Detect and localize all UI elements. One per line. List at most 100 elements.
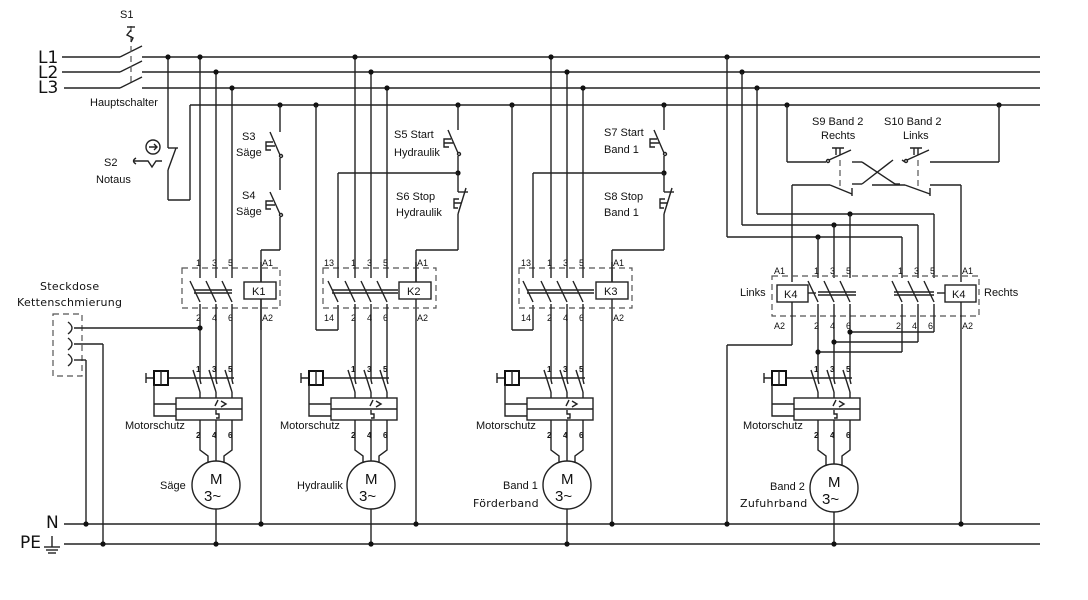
s1-label: S1: [120, 9, 133, 21]
main-switch-s1: S1 Hauptschalter: [90, 9, 158, 109]
rail-label-l3: L3: [38, 78, 58, 98]
mp-terminal-top: 3: [212, 365, 217, 374]
k4-links-label: Links: [740, 287, 766, 299]
k4r-t2: 2: [896, 321, 901, 331]
rail-label-pe: PE: [20, 533, 41, 553]
branch-band2: S9 Band 2 Rechts S10 Band 2 Links: [724, 54, 1019, 527]
motor-label: Hydraulik: [297, 480, 343, 492]
motor-symbol-phase: 3~: [555, 488, 572, 505]
s10-label: S10 Band 2: [884, 116, 942, 128]
mp-terminal-bottom: 2: [351, 431, 356, 440]
k2-t13: 13: [324, 258, 334, 268]
mp-terminal-top: 3: [367, 365, 372, 374]
k4l-t2: 2: [814, 321, 819, 331]
s3-label: S3: [242, 131, 255, 143]
k3-a1: A1: [613, 258, 624, 268]
main-switch-label: Hauptschalter: [90, 97, 158, 109]
s8-label: S8 Stop: [604, 191, 643, 203]
motor-symbol-m: M: [561, 471, 574, 488]
k3-a2: A2: [613, 313, 624, 323]
mp-terminal-top: 1: [351, 365, 356, 374]
k1-a1: A1: [262, 258, 273, 268]
emergency-stop-s2: S2 Notaus: [96, 57, 191, 201]
s4-label: S4: [242, 190, 255, 202]
mp-terminal-bottom: 2: [196, 431, 201, 440]
k3-t13: 13: [521, 258, 531, 268]
motor-protection-label: Motorschutz: [125, 420, 185, 432]
k3-t5: 5: [579, 258, 584, 268]
k4r-t6: 6: [928, 321, 933, 331]
motor-sublabel: Förderband: [473, 497, 539, 510]
k4r-t1: 1: [898, 266, 903, 276]
rail-label-n: N: [46, 513, 59, 533]
s5-label: S5 Start: [394, 129, 434, 141]
k2-t5: 5: [383, 258, 388, 268]
motor-symbol-m: M: [210, 471, 223, 488]
mp-terminal-top: 3: [563, 365, 568, 374]
s9-label: S9 Band 2: [812, 116, 863, 128]
k4l-t6: 6: [846, 321, 851, 331]
k1-a2: A2: [262, 313, 273, 323]
mp-terminal-top: 5: [846, 365, 851, 374]
mp-terminal-top: 1: [196, 365, 201, 374]
motor-protection-label: Motorschutz: [476, 420, 536, 432]
s5-sub: Hydraulik: [394, 147, 440, 159]
motor-symbol-m: M: [828, 474, 841, 491]
motor-label: Säge: [160, 480, 186, 492]
k2-t4: 4: [367, 313, 372, 323]
motor-protection-label: Motorschutz: [280, 420, 340, 432]
s6-sub: Hydraulik: [396, 207, 442, 219]
k1-t1: 1: [196, 258, 201, 268]
k3-t1: 1: [547, 258, 552, 268]
s7-label: S7 Start: [604, 127, 644, 139]
k3-t14: 14: [521, 313, 531, 323]
k4r-a2: A2: [962, 321, 973, 331]
mp-terminal-bottom: 6: [228, 431, 233, 440]
motor-sublabel: Zufuhrband: [740, 497, 808, 510]
s10-sub: Links: [903, 130, 929, 142]
s6-label: S6 Stop: [396, 191, 435, 203]
k4l-a1: A1: [774, 266, 785, 276]
power-rails: L1 L2 L3 N PE: [20, 48, 1040, 554]
mp-terminal-top: 1: [547, 365, 552, 374]
k4r-t3: 3: [914, 266, 919, 276]
k3-t3: 3: [563, 258, 568, 268]
k2-a1: A1: [417, 258, 428, 268]
k3-label: K3: [604, 286, 617, 298]
k4l-t5: 5: [846, 266, 851, 276]
mp-terminal-top: 5: [383, 365, 388, 374]
k4r-t5: 5: [930, 266, 935, 276]
k4r-a1: A1: [962, 266, 973, 276]
k3-t4: 4: [563, 313, 568, 323]
k2-t3: 3: [367, 258, 372, 268]
k1-t4: 4: [212, 313, 217, 323]
lock-arrow-icon: [145, 139, 161, 155]
s7-sub: Band 1: [604, 144, 639, 156]
mp-terminal-top: 5: [579, 365, 584, 374]
k4l-t3: 3: [830, 266, 835, 276]
motor-protection-label: Motorschutz: [743, 420, 803, 432]
k2-t2: 2: [351, 313, 356, 323]
k4-rechts-label: Rechts: [984, 287, 1019, 299]
k2-t1: 1: [351, 258, 356, 268]
k2-t6: 6: [383, 313, 388, 323]
k4-right-coil: K4: [952, 289, 965, 301]
k4l-t4: 4: [830, 321, 835, 331]
mp-terminal-top: 3: [830, 365, 835, 374]
motor-symbol-phase: 3~: [204, 488, 221, 505]
k4-left-coil: K4: [784, 289, 797, 301]
mp-terminal-bottom: 4: [212, 431, 217, 440]
branch-hydraulik: S5 Start Hydraulik S6 Stop Hydraulik 13 …: [313, 54, 468, 527]
s2-label: S2: [104, 157, 117, 169]
k4l-a2: A2: [774, 321, 785, 331]
k1-t6: 6: [228, 313, 233, 323]
k1-t2: 2: [196, 313, 201, 323]
mp-terminal-top: 1: [814, 365, 819, 374]
branch-saege: S3 Säge S4 Säge 1 3 5 A1 2 4 6 A2 K1: [165, 54, 284, 527]
mp-terminal-bottom: 4: [830, 431, 835, 440]
k3-t2: 2: [547, 313, 552, 323]
s9-sub: Rechts: [821, 130, 856, 142]
